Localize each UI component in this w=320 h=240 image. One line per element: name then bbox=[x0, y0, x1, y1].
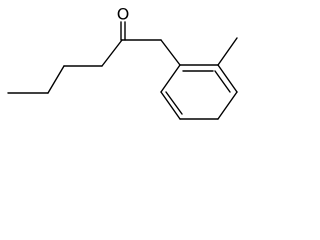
ring-bond-1 bbox=[160, 64, 181, 93]
bond-chain-2 bbox=[47, 65, 65, 94]
ring-bond-4 bbox=[217, 91, 238, 120]
skeletal-formula: O bbox=[7, 5, 238, 120]
ring-inner-double-1 bbox=[165, 91, 183, 115]
bond-chain-4 bbox=[101, 39, 123, 67]
bond-methyl bbox=[217, 37, 238, 66]
ring-inner-double-2 bbox=[214, 70, 231, 93]
oxygen-atom-label: O bbox=[117, 5, 130, 24]
ring-bond-2 bbox=[160, 91, 181, 120]
ring-bond-5 bbox=[217, 64, 238, 93]
structure-canvas: O bbox=[0, 0, 246, 150]
bond-ch2-ring bbox=[160, 39, 181, 66]
